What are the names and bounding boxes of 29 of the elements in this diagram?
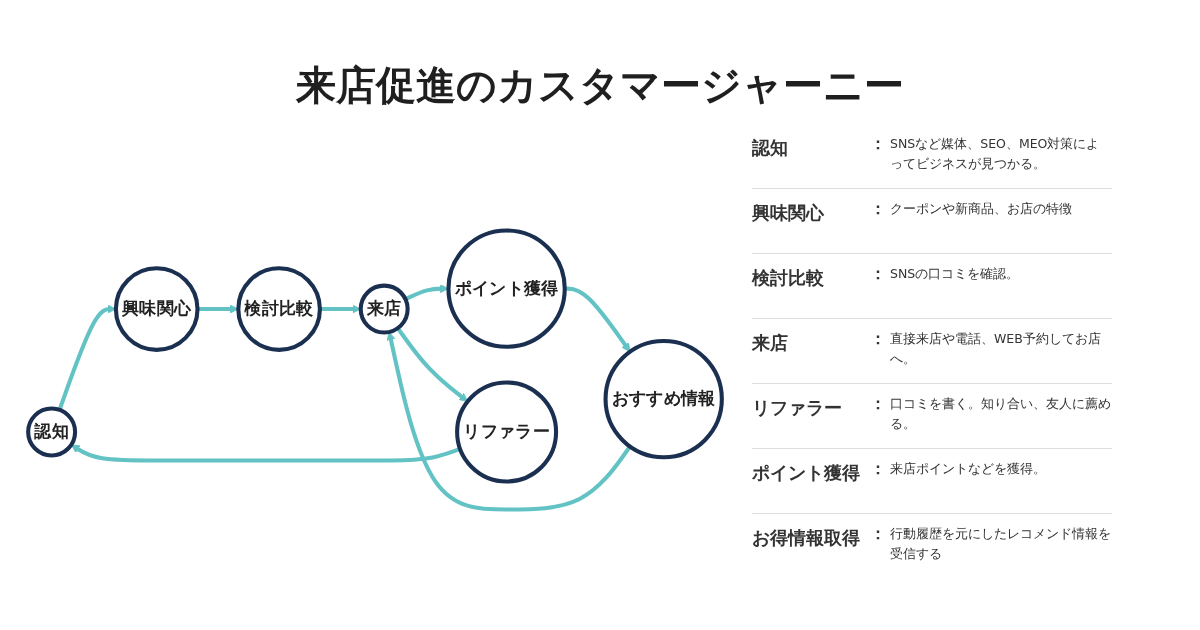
description-text: 直接来店や電話、WEB予約してお店へ。 <box>890 331 1101 366</box>
node-circle: おすすめ情報 <box>603 338 724 460</box>
row-heading: 認知 <box>752 137 788 158</box>
description-text: 来店ポイントなどを獲得。 <box>890 461 1046 476</box>
description-text: 口コミを書く。知り合い、友人に薦める。 <box>890 396 1111 431</box>
row-heading: 検討比較 <box>752 267 824 288</box>
row-heading: ポイント獲得 <box>752 462 860 483</box>
colon-separator: ： <box>870 264 886 283</box>
colon-separator: ： <box>870 329 886 348</box>
row-heading: リファラー <box>752 397 842 418</box>
description-text: SNSなど媒体、SEO、MEO対策によってビジネスが見つかる。 <box>890 136 1100 171</box>
node-circle: 検討比較 <box>236 266 322 352</box>
diagram-title: 来店促進のカスタマージャーニー <box>296 61 904 110</box>
colon-separator: ： <box>870 524 886 543</box>
colon-separator: ： <box>870 199 886 218</box>
node-circle: 来店 <box>358 283 410 335</box>
description-text: クーポンや新商品、お店の特徴 <box>890 201 1072 216</box>
row-heading: お得情報取得 <box>752 527 860 548</box>
description-text: SNSの口コミを確認。 <box>890 266 1020 281</box>
row-heading: 興味関心 <box>752 202 824 223</box>
row-heading: 来店 <box>752 332 788 353</box>
colon-separator: ： <box>870 134 886 153</box>
node-circle: 興味関心 <box>113 266 200 352</box>
node-circle: リファラー <box>455 380 559 484</box>
node-circle: 認知 <box>26 406 78 458</box>
colon-separator: ： <box>870 394 886 413</box>
colon-separator: ： <box>870 459 886 478</box>
node-circle: ポイント獲得 <box>446 228 567 349</box>
description-text: 行動履歴を元にしたレコメンド情報を受信する <box>890 526 1111 561</box>
